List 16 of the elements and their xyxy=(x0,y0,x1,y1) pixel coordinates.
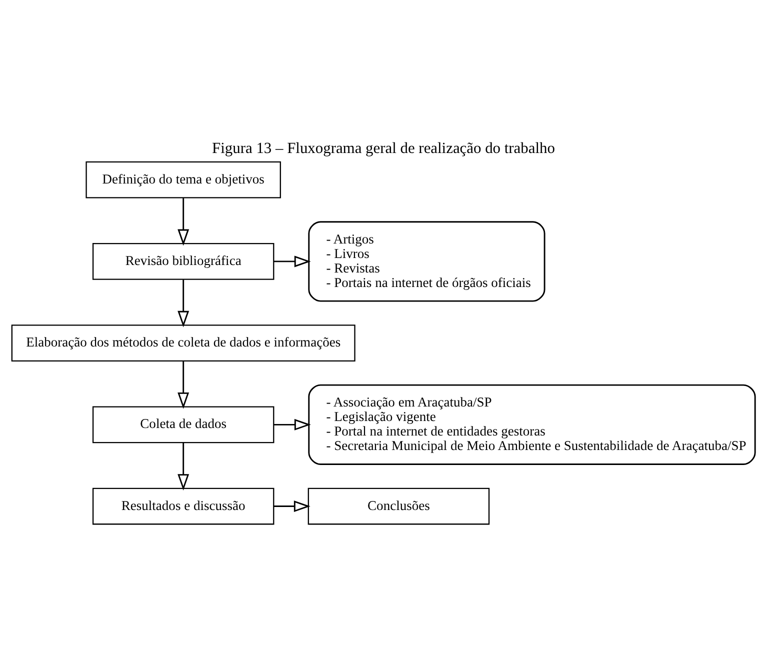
arrow xyxy=(178,198,190,246)
arrow xyxy=(178,360,190,408)
arrow xyxy=(274,500,310,512)
arrow xyxy=(274,418,311,430)
arrow xyxy=(274,255,311,267)
arrow xyxy=(178,279,190,327)
diagram-title: Figura 13 – Fluxograma geral de realização do trabalho xyxy=(212,140,555,157)
node-box: Elaboração dos métodos de coleta de dados e informações xyxy=(11,324,356,361)
node-box: Coleta de dados xyxy=(92,406,274,443)
node-box: Definição do tema e objetivos xyxy=(86,160,281,198)
node-box: Revisão bibliográfica xyxy=(92,242,274,280)
arrow xyxy=(178,442,190,490)
node-box: Conclusões xyxy=(308,487,490,524)
node-box: - Associação em Araçatuba/SP - Legislação vigente - Portal na internet de entidades gestoras - Secretaria Municipal de Meio Ambiente e Sustentabilidade de Araçatuba/SP xyxy=(308,384,756,464)
node-box: Resultados e discussão xyxy=(92,487,274,524)
node-box: - Artigos - Livros - Revistas - Portais na internet de órgãos oficiais xyxy=(308,220,546,302)
